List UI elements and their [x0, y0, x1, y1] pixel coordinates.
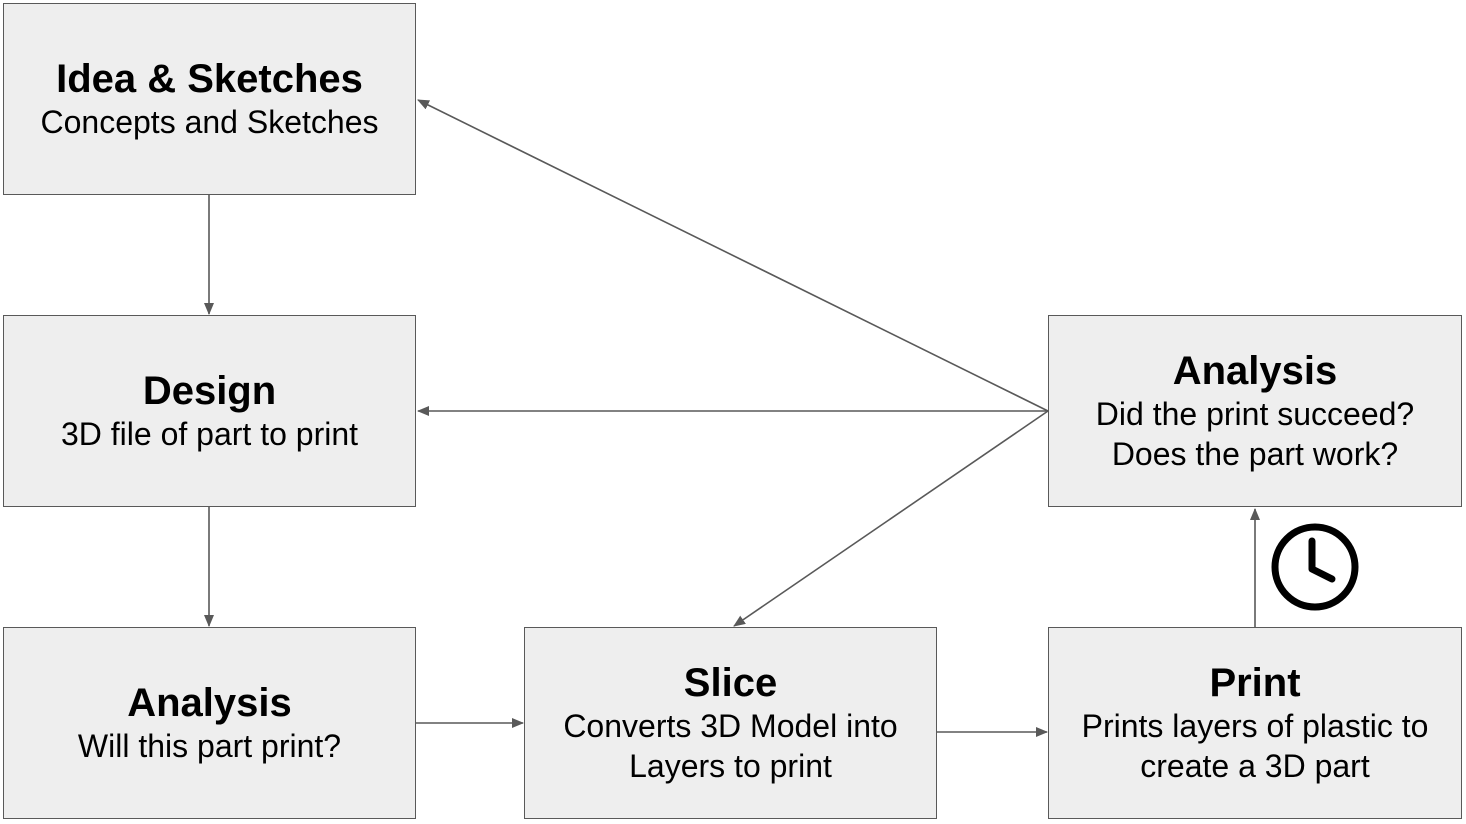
- node-print: Print Prints layers of plastic to create…: [1048, 627, 1462, 819]
- node-slice: Slice Converts 3D Model into Layers to p…: [524, 627, 937, 819]
- node-title: Analysis: [1172, 349, 1338, 393]
- node-analysis-result: Analysis Did the print succeed? Does the…: [1048, 315, 1462, 507]
- node-description: Prints layers of plastic to create a 3D …: [1081, 708, 1429, 784]
- node-description: Converts 3D Model into Layers to print: [563, 708, 898, 784]
- node-description: Concepts and Sketches: [40, 104, 379, 140]
- node-title: Analysis: [127, 681, 292, 725]
- node-idea-sketches: Idea & Sketches Concepts and Sketches: [3, 3, 416, 195]
- node-title: Slice: [683, 661, 778, 705]
- node-description: Will this part print?: [77, 728, 342, 764]
- node-description: Did the print succeed? Does the part wor…: [1095, 396, 1415, 472]
- node-analysis-printability: Analysis Will this part print?: [3, 627, 416, 819]
- node-title: Idea & Sketches: [56, 57, 363, 101]
- node-description: 3D file of part to print: [60, 416, 359, 452]
- clock-icon: [1271, 523, 1359, 611]
- node-design: Design 3D file of part to print: [3, 315, 416, 507]
- node-title: Print: [1209, 661, 1301, 705]
- node-title: Design: [142, 369, 277, 413]
- arrow-analysis-to-idea: [417, 99, 1049, 412]
- arrow-analysis-to-slice-loop: [733, 410, 1049, 627]
